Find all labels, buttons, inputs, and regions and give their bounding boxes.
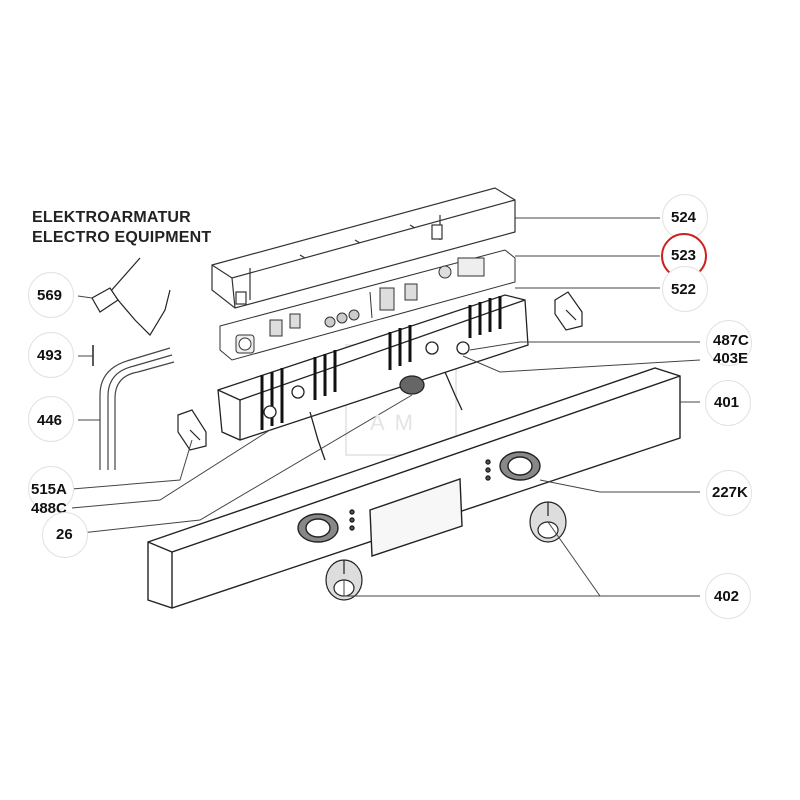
diagram-title-line2: ELECTRO EQUIPMENT [32, 229, 212, 246]
part-right-bracket [554, 291, 583, 331]
callout-circle-402 [705, 573, 751, 619]
callout-label-446: 446 [37, 412, 63, 429]
leader-lines [71, 217, 701, 597]
callout-label-227k: 227K [712, 484, 748, 501]
callout-circle-493 [28, 332, 74, 378]
callout-label-26: 26 [56, 526, 73, 543]
diagram-title-line1: ELEKTROARMATUR [32, 209, 191, 226]
callout-label-401: 401 [714, 394, 740, 411]
part-515a-connector [177, 409, 207, 451]
callout-circle-446 [28, 396, 74, 442]
part-446-cable-harness [99, 347, 175, 470]
part-569-cable-plug [91, 257, 171, 336]
callout-label-402: 402 [714, 588, 740, 605]
part-522-housing [217, 294, 529, 461]
callout-label-403e: 403E [713, 350, 749, 367]
callout-label-523: 523 [671, 247, 697, 264]
callout-circle-26 [42, 512, 88, 558]
callout-circle-569 [28, 272, 74, 318]
part-524-cover [211, 187, 516, 309]
callout-label-487c: 487C [713, 332, 749, 349]
callout-label-524: 524 [671, 209, 697, 226]
callout-circle-524 [662, 194, 708, 240]
callout-label-569: 569 [37, 287, 63, 304]
callout-circle-401 [705, 380, 751, 426]
callout-label-493: 493 [37, 347, 63, 364]
callout-circle-522 [662, 266, 708, 312]
watermark-text: AM [370, 410, 423, 435]
callout-circle-227k [706, 470, 752, 516]
callout-label-522: 522 [671, 281, 697, 298]
part-523-circuit-board [219, 249, 516, 361]
callout-circle-515a [28, 466, 74, 512]
callout-circle-487c [706, 320, 752, 366]
callout-label-515a: 515A [31, 481, 67, 498]
part-401-front-panel [147, 367, 681, 609]
